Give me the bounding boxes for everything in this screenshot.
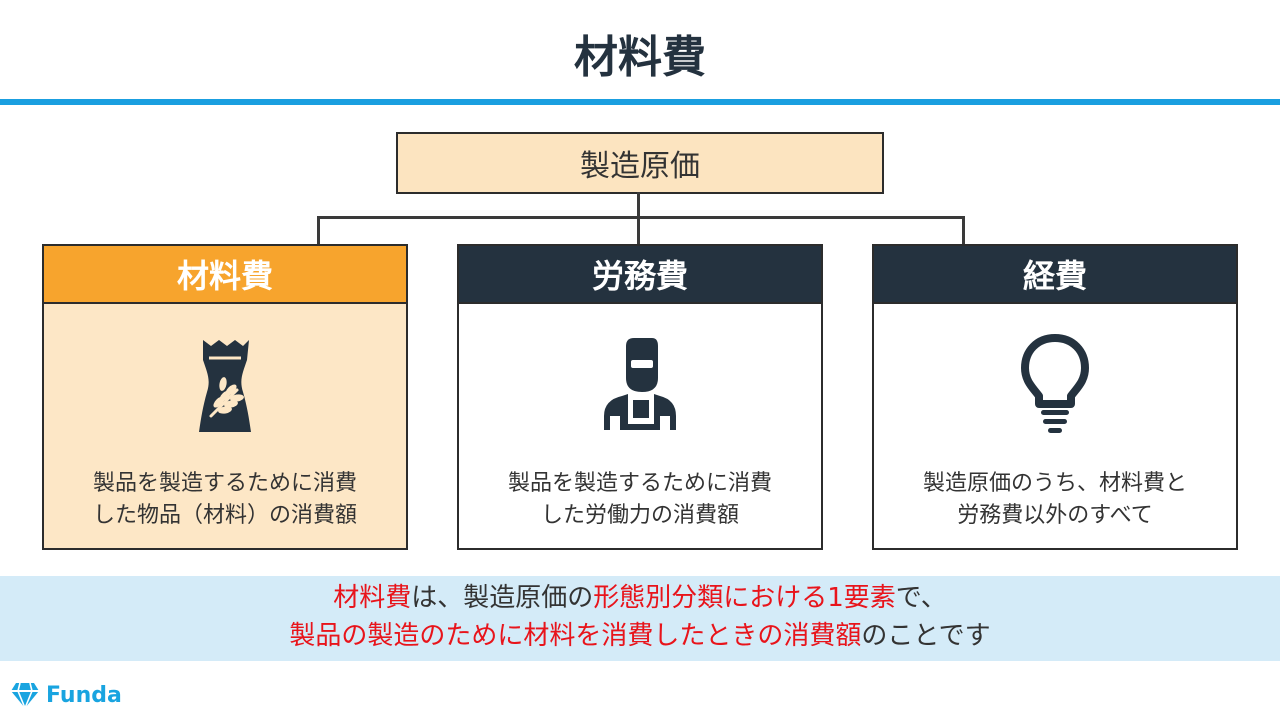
- emphasis-text: 形態別分類における1要素: [593, 583, 896, 613]
- summary-text: のことです: [861, 621, 991, 651]
- connector-left: [317, 216, 320, 244]
- card-header: 経費: [874, 246, 1236, 304]
- card-description: 製品を製造するために消費 した物品（材料）の消費額: [44, 468, 406, 532]
- card-description-line: 製造原価のうち、材料費と: [922, 471, 1187, 496]
- card-material-cost: 材料費 製品を製造するために消費 した物品（材料）の消費額: [42, 244, 408, 550]
- lightbulb-icon: [1015, 332, 1095, 436]
- page-title: 材料費: [574, 32, 706, 83]
- card-header: 材料費: [44, 246, 406, 304]
- logo-wordmark: Funda: [46, 682, 122, 708]
- card-description: 製品を製造するために消費 した労働力の消費額: [459, 468, 821, 532]
- root-node-manufacturing-cost: 製造原価: [396, 132, 884, 194]
- summary-text: で、: [895, 583, 947, 613]
- summary-line-1: 材料費は、製造原価の形態別分類における1要素で、: [0, 580, 1280, 616]
- summary-banner: 材料費は、製造原価の形態別分類における1要素で、 製品の製造のために材料を消費し…: [0, 576, 1280, 661]
- emphasis-text: 製品の製造のために材料を消費したときの消費額: [289, 621, 862, 651]
- card-description-line: した物品（材料）の消費額: [92, 503, 357, 528]
- card-description-line: した労働力の消費額: [540, 503, 739, 528]
- card-description-line: 労務費以外のすべて: [957, 503, 1153, 528]
- connector-horizontal: [317, 216, 965, 219]
- card-header: 労務費: [459, 246, 821, 304]
- connector-center: [637, 216, 640, 244]
- summary-text: は、製造原価の: [411, 583, 594, 613]
- emphasis-text: 材料費: [333, 583, 412, 613]
- grain-bag-icon: [185, 332, 265, 436]
- funda-logo: Funda: [10, 679, 122, 711]
- title-divider: [0, 99, 1280, 105]
- card-labor-cost: 労務費 製品を製造するために消費 した労働力の消費額: [457, 244, 823, 550]
- card-expenses: 経費 製造原価のうち、材料費と 労務費以外のすべて: [872, 244, 1238, 550]
- card-description-line: 製品を製造するために消費: [507, 471, 772, 496]
- connector-vertical-root: [637, 192, 640, 218]
- diamond-logo-icon: [11, 682, 39, 709]
- card-description: 製造原価のうち、材料費と 労務費以外のすべて: [874, 468, 1236, 532]
- connector-right: [962, 216, 965, 244]
- card-description-line: 製品を製造するために消費: [92, 471, 357, 496]
- summary-line-2: 製品の製造のために材料を消費したときの消費額のことです: [0, 618, 1280, 654]
- worker-icon: [600, 332, 680, 436]
